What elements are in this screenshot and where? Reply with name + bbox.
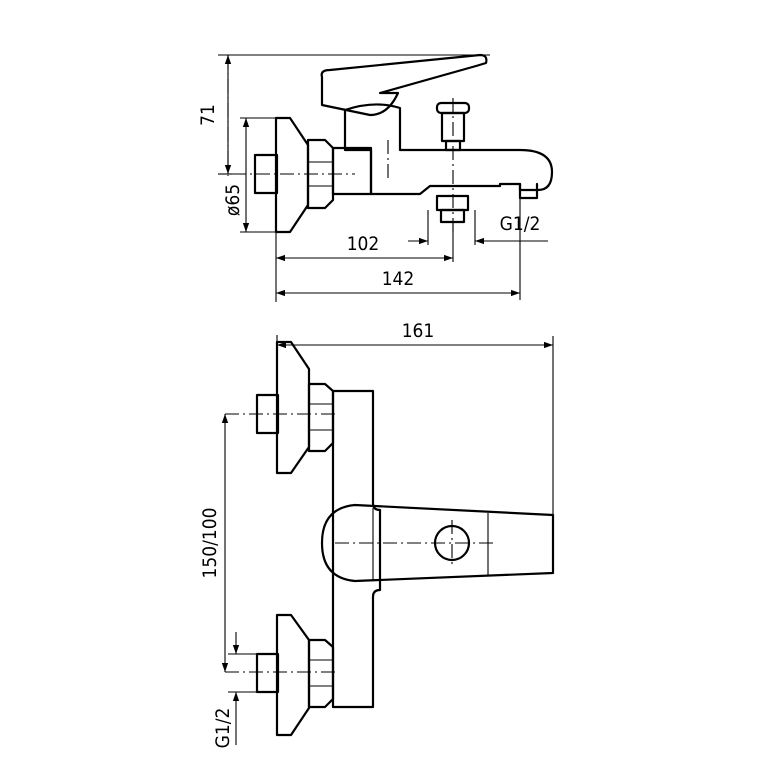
dim-height-71: 71 xyxy=(197,104,219,126)
side-view: 71 ø65 102 G1/2 142 xyxy=(197,53,554,302)
dim-length-102: 102 xyxy=(347,233,380,255)
top-handle-body xyxy=(320,503,555,583)
side-connector xyxy=(253,153,279,195)
side-spout-outlet xyxy=(518,182,539,200)
side-hex-nut xyxy=(306,138,335,210)
dim-thread-side: G1/2 xyxy=(500,213,541,235)
dim-diameter-65: ø65 xyxy=(222,184,244,216)
dim-length-142: 142 xyxy=(382,268,415,290)
top-upper-flange xyxy=(275,340,311,475)
dim-thread-bottom: G1/2 xyxy=(212,708,234,749)
top-lower-flange xyxy=(275,613,311,737)
dim-centers-150-100: 150/100 xyxy=(199,508,221,579)
top-lower-hex-nut xyxy=(307,638,335,709)
dim-width-161: 161 xyxy=(402,320,435,342)
side-lever-handle xyxy=(320,53,488,117)
side-wall-flange xyxy=(274,116,310,234)
top-lower-connector xyxy=(255,652,280,694)
top-upper-hex-nut xyxy=(307,382,335,453)
top-view: 161 150/100 G1/2 xyxy=(199,320,555,749)
side-body-pipe xyxy=(331,146,373,196)
